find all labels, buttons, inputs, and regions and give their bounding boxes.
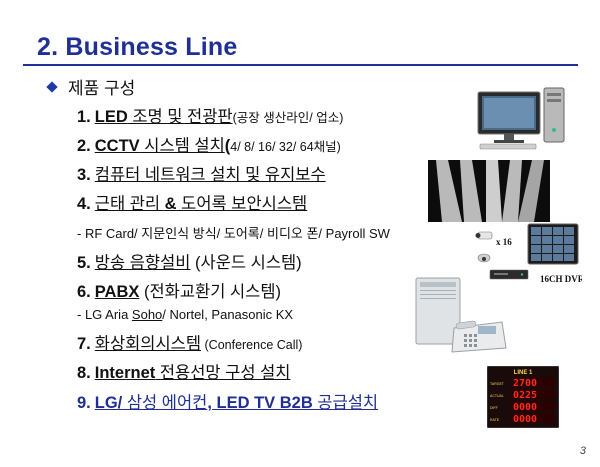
section-bullet: 제품 구성: [46, 74, 136, 99]
item-keyword: LED: [94, 108, 128, 126]
counter-value-3: 0000: [513, 402, 537, 413]
dvr-x16-label: x 16: [496, 237, 512, 247]
item-number: 1.: [77, 108, 91, 126]
item-note: (공장 생산라인/ 업소): [232, 111, 344, 125]
item-text: 컴퓨터 네트워크 설치 및 유지보수: [94, 166, 326, 184]
counter-value-1: 2700: [513, 378, 537, 389]
list-item-5: 5.방송 음향설비 (사운드 시스템): [77, 249, 302, 273]
counter-header: LINE 1: [514, 370, 533, 376]
section-heading: 제품 구성: [68, 79, 136, 98]
item-note: (사운드 시스템): [190, 254, 302, 272]
item-text: 조명 및 전광판: [127, 108, 233, 126]
item-text-2: 공급설치: [312, 394, 379, 412]
item-paren: (: [224, 137, 231, 155]
item-text: 시스템 설치: [139, 137, 225, 155]
sub-text: - LG Aria: [77, 307, 132, 322]
led-counter-board-image: LINE 1 TARGET ACTUAL DIFF RATE 2700 0225…: [487, 366, 559, 428]
counter-value-4: 0000: [513, 414, 537, 425]
item-number: 5.: [77, 254, 91, 272]
cctv-dvr-image: x 16 16CH DVR: [475, 223, 582, 284]
item-note: (Conference Call): [201, 338, 303, 352]
list-item-9: 9.LG/ 삼성 에어컨, LED TV B2B 공급설치: [77, 389, 378, 413]
list-item-6: 6.PABX (전화교환기 시스템): [77, 278, 281, 302]
item-keyword: LG/: [94, 394, 123, 412]
page-number: 3: [579, 445, 586, 457]
sub-text-underlined: Soho: [131, 307, 163, 322]
item-keyword-2: , LED TV B2B: [207, 394, 313, 412]
counter-row-label-1: TARGET: [490, 382, 505, 386]
item-note: 4/ 8/ 16/ 32/ 64채널): [230, 140, 341, 154]
list-item-4: 4.근태 관리 & 도어록 보안시스템: [77, 190, 307, 214]
counter-row-label-2: ACTUAL: [490, 394, 504, 398]
item-note: (전화교환기 시스템): [139, 283, 281, 301]
led-lights-image: [428, 160, 550, 222]
list-item-3: 3.컴퓨터 네트워크 설치 및 유지보수: [77, 161, 326, 185]
item-ampersand: &: [164, 195, 177, 213]
item-keyword: PABX: [94, 283, 140, 301]
list-item-8: 8.Internet 전용선망 구성 설치: [77, 359, 290, 383]
item-number: 3.: [77, 166, 91, 184]
list-item-1: 1.LED 조명 및 전광판(공장 생산라인/ 업소): [77, 103, 343, 127]
computer-image: [477, 87, 565, 150]
item-number: 8.: [77, 364, 91, 382]
item-text: 방송 음향설비: [94, 254, 191, 272]
sub-item-4: - RF Card/ 지문인식 방식/ 도어록/ 비디오 폰/ Payroll …: [77, 226, 390, 241]
item-text: 전용선망 구성 설치: [155, 364, 291, 382]
item-keyword: Internet: [94, 364, 156, 382]
counter-value-2: 0225: [513, 390, 537, 401]
list-item-2: 2.CCTV 시스템 설치(4/ 8/ 16/ 32/ 64채널): [77, 132, 341, 156]
item-text-2: 도어록 보안시스템: [176, 195, 308, 213]
item-text: 삼성 에어컨: [122, 394, 208, 412]
item-number: 6.: [77, 283, 91, 301]
list-item-7: 7.화상회의시스템 (Conference Call): [77, 330, 302, 354]
counter-row-label-4: RATE: [490, 418, 500, 422]
item-number: 9.: [77, 394, 91, 412]
diamond-bullet-icon: [46, 80, 58, 93]
dvr-label: 16CH DVR: [540, 274, 582, 284]
item-number: 7.: [77, 335, 91, 353]
item-text: 근태 관리: [94, 195, 165, 213]
item-number: 4.: [77, 195, 91, 213]
sub-item-6: - LG Aria Soho/ Nortel, Panasonic KX: [77, 307, 293, 322]
item-text: 화상회의시스템: [94, 335, 202, 353]
title-divider: [23, 64, 578, 66]
item-keyword: CCTV: [94, 137, 140, 155]
sub-text-2: / Nortel, Panasonic KX: [162, 307, 294, 322]
counter-row-label-3: DIFF: [490, 406, 498, 410]
slide-title: 2. Business Line: [37, 33, 238, 61]
pabx-phone-image: [415, 277, 507, 353]
item-number: 2.: [77, 137, 91, 155]
